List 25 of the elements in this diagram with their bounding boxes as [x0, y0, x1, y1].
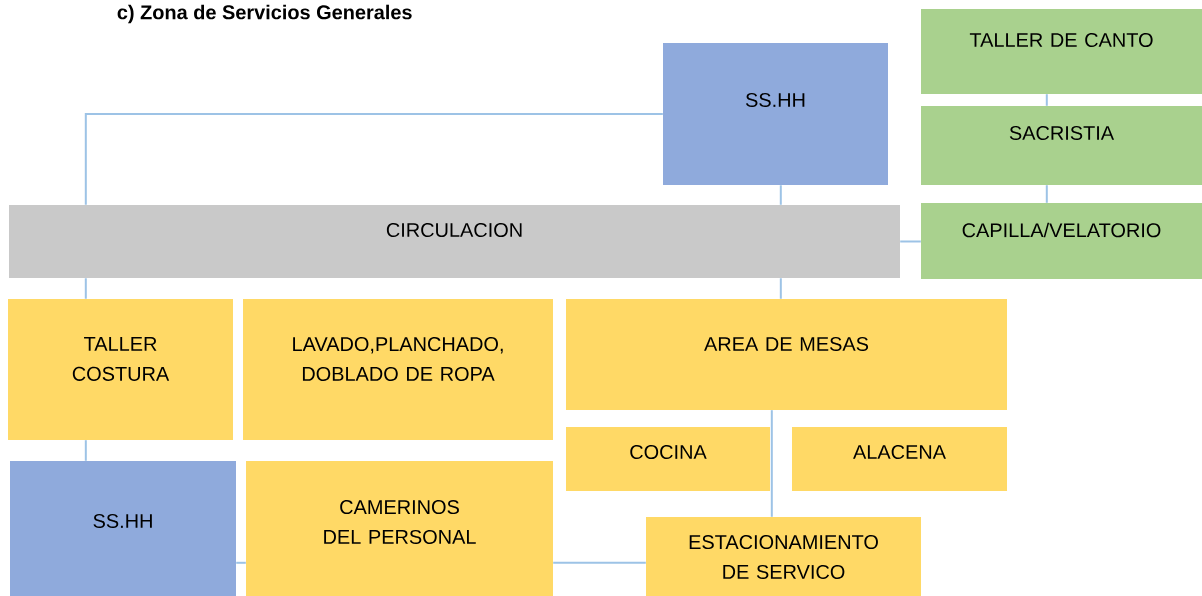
restroom-box: SS.HH — [663, 43, 888, 185]
room-box: TALLER COSTURA — [8, 299, 233, 440]
connector-line — [1045, 93, 1048, 107]
connector-line — [84, 277, 87, 300]
connector-line — [779, 277, 782, 300]
room-box: CAPILLA/VELATORIO — [921, 203, 1202, 279]
room-box: CAMERINOS DEL PERSONAL — [246, 461, 553, 596]
connector-line — [779, 184, 782, 206]
connector-line — [84, 439, 87, 462]
room-box: COCINA — [566, 427, 770, 491]
room-box: ESTACIONAMIENTO DE SERVICO — [646, 517, 921, 596]
connector-line — [770, 409, 773, 518]
connector-line — [235, 561, 247, 564]
room-box: TALLER DE CANTO — [921, 9, 1202, 94]
room-box: AREA DE MESAS — [566, 299, 1007, 410]
room-box: LAVADO,PLANCHADO, DOBLADO DE ROPA — [243, 299, 553, 440]
connector-line — [899, 240, 922, 243]
room-box: ALACENA — [792, 427, 1007, 491]
restroom-box: SS.HH — [10, 461, 236, 596]
connector-line — [552, 561, 647, 564]
connector-line — [84, 113, 664, 206]
connector-line — [1045, 184, 1048, 204]
heading: c) Zona de Servicios Generales — [117, 4, 412, 24]
corridor-band: CIRCULACION — [9, 205, 900, 278]
room-box: SACRISTIA — [921, 106, 1202, 185]
